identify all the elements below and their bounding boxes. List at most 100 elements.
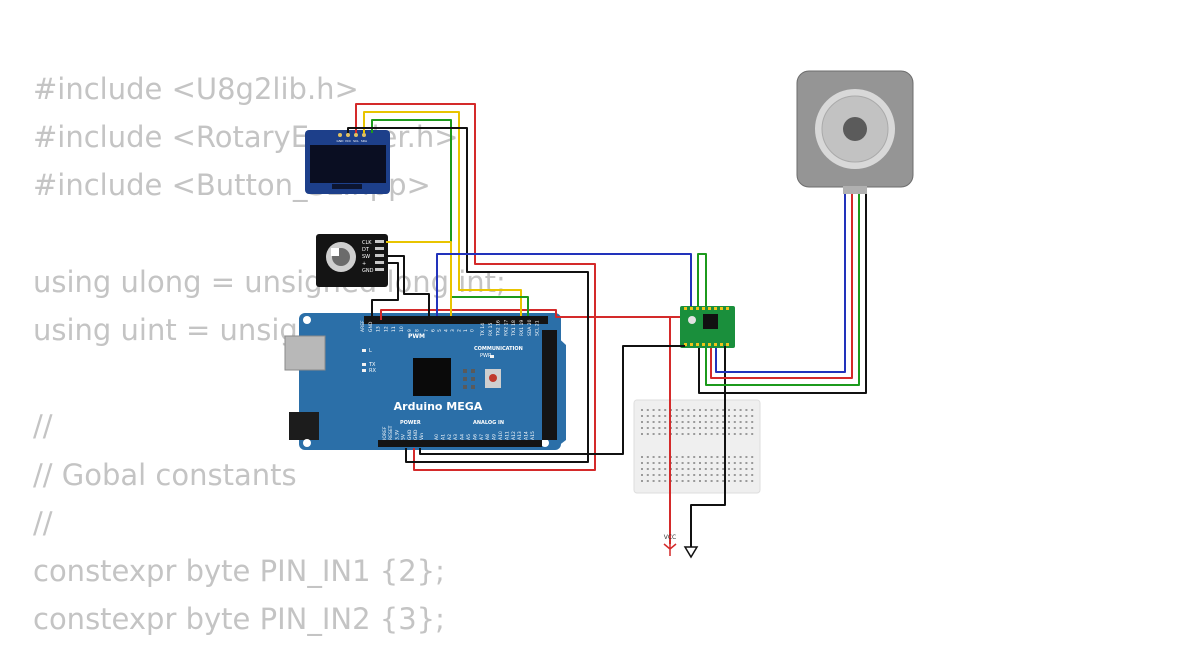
vcc-label: VCC: [664, 534, 676, 541]
wire: [347, 127, 589, 463]
vcc-symbol: VCC: [663, 534, 677, 556]
code-line: //: [33, 409, 53, 444]
driver-label: A4988: [739, 314, 747, 339]
arduino-pin-label: 12: [383, 326, 389, 332]
arduino-pin-label: A5: [466, 434, 472, 440]
arduino-pin-label: TX 14: [480, 323, 486, 337]
microcontroller-chip: [413, 358, 451, 396]
arduino-pin-label: 10: [399, 326, 405, 332]
arduino-pin-label: 3.3V: [394, 429, 400, 440]
code-line: #include <U8g2lib.h>: [33, 72, 359, 106]
code-line: constexpr byte PIN_IN1 {2};: [33, 553, 445, 588]
wire: [710, 194, 853, 379]
wire: [697, 253, 707, 306]
oled-pin-label: VCC: [345, 139, 351, 143]
led-l-label: L: [369, 348, 372, 354]
arduino-pin-label: 1: [463, 329, 469, 332]
arduino-pin-label: A2: [447, 434, 453, 440]
arduino-pin-label: GND: [368, 321, 374, 332]
arduino-pin-label: 6: [431, 329, 437, 332]
arduino-pin-label: RESET: [388, 425, 394, 440]
oled-pin-label: GND: [337, 139, 345, 143]
arduino-pin-label: 11: [391, 326, 397, 332]
arduino-pin-label: 5: [437, 329, 443, 332]
wire: [380, 309, 680, 320]
arduino-pin-label: GND: [407, 429, 413, 440]
arduino-pin-label: A14: [524, 431, 530, 440]
arduino-pin-label: TX1 18: [511, 320, 517, 337]
arduino-pin-label: IOREF: [382, 426, 388, 440]
wire: [355, 103, 596, 471]
arduino-pin-label: 9: [407, 329, 413, 332]
arduino-pin-label: 8: [415, 329, 421, 332]
arduino-pin-label: A4: [460, 434, 466, 440]
arduino-pin-label: A13: [517, 431, 523, 440]
arduino-pin-label: A0: [434, 434, 440, 440]
wire: [698, 194, 867, 394]
wire: [705, 194, 860, 386]
arduino-pin-label: RX1 19: [519, 320, 525, 336]
pwr-led-label: PWR: [480, 353, 492, 359]
oled-pin-label: SCL: [353, 139, 359, 143]
stepper-motor: [796, 70, 914, 194]
arduino-pin-label: A6: [472, 434, 478, 440]
arduino-pin-label: 5V: [401, 433, 407, 440]
breadboard: [633, 399, 761, 494]
wire: [715, 194, 846, 373]
wire: [371, 119, 529, 316]
arduino-pin-label: A7: [479, 434, 485, 440]
wire: [386, 241, 452, 316]
arduino-pin-label: SCL 21: [535, 320, 541, 336]
wire: [669, 316, 680, 544]
wires: [347, 103, 867, 547]
led-tx-label: TX: [368, 362, 376, 368]
encoder-pin-label: CLK: [362, 240, 372, 246]
arduino-pin-label: Vin: [419, 433, 425, 440]
wire: [690, 346, 726, 547]
encoder-pin-label: SW: [362, 254, 370, 260]
arduino-pin-label: 13: [376, 326, 382, 332]
arduino-mega-board: Arduino MEGA PWM COMMUNICATION PWR POWER…: [284, 313, 566, 450]
arduino-pin-label: A8: [485, 434, 491, 440]
arduino-board-name: Arduino MEGA: [394, 400, 483, 413]
wire: [436, 253, 692, 316]
oled-pin-label: SDA: [361, 139, 368, 143]
reset-button: [489, 374, 497, 382]
arduino-pin-label: A11: [504, 431, 510, 440]
encoder-pin-label: GND: [362, 268, 374, 274]
arduino-pin-label: RX2 17: [503, 320, 509, 336]
arduino-pin-label: 0: [470, 329, 476, 332]
ground-symbol: [683, 546, 699, 559]
arduino-pin-label: GND: [413, 429, 419, 440]
arduino-pin-label: A10: [498, 431, 504, 440]
arduino-pin-label: RX 15: [488, 322, 494, 336]
communication-label: COMMUNICATION: [474, 346, 523, 352]
arduino-pin-label: 2: [457, 329, 463, 332]
arduino-pin-label: TX2 16: [496, 320, 502, 337]
code-line: //: [33, 505, 53, 540]
analog-in-label: ANALOG IN: [473, 420, 504, 426]
wire: [386, 255, 430, 316]
wire: [371, 262, 399, 316]
code-line: // Gobal constants: [33, 457, 297, 492]
arduino-pin-label: A3: [453, 434, 459, 440]
arduino-pin-label: A15: [530, 431, 536, 440]
power-label: POWER: [400, 420, 421, 426]
arduino-pin-label: 4: [444, 329, 450, 332]
arduino-pin-label: A12: [511, 431, 517, 440]
arduino-pin-label: 7: [424, 329, 430, 332]
arduino-pin-label: A1: [440, 434, 446, 440]
arduino-pin-label: A9: [492, 434, 498, 440]
a4988-driver: A4988: [680, 306, 747, 348]
pwm-label: PWM: [408, 333, 425, 340]
wire: [363, 111, 522, 316]
encoder-pin-label: DT: [362, 247, 370, 253]
led-rx-label: RX: [369, 368, 376, 374]
encoder-pin-label: +: [362, 261, 366, 267]
arduino-pin-label: 3: [450, 329, 456, 332]
arduino-pin-label: SDA 20: [527, 319, 533, 336]
wire: [419, 345, 685, 455]
